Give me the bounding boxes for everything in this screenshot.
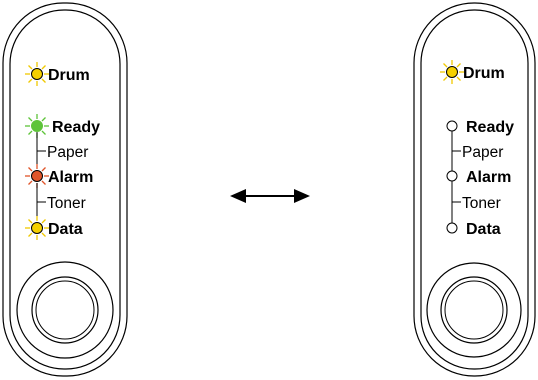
left-panel-inner-border bbox=[9, 9, 121, 370]
right-alarm-led-icon bbox=[446, 170, 458, 182]
left-data-led-icon bbox=[24, 215, 50, 241]
left-drum-label: Drum bbox=[48, 67, 90, 84]
left-paper-connector bbox=[36, 132, 46, 169]
right-data-led-icon bbox=[446, 222, 458, 234]
right-panel-button[interactable] bbox=[426, 262, 522, 358]
right-toner-connector bbox=[451, 181, 461, 223]
right-toner-label: Toner bbox=[462, 195, 501, 212]
left-paper-label: Paper bbox=[47, 144, 88, 161]
left-panel-outer-border bbox=[2, 2, 128, 377]
right-data-label: Data bbox=[466, 221, 501, 238]
right-ready-led-icon bbox=[446, 120, 458, 132]
left-toner-label: Toner bbox=[47, 195, 86, 212]
right-panel-inner-border bbox=[420, 9, 529, 370]
left-ready-led-icon bbox=[24, 113, 50, 139]
right-paper-connector bbox=[451, 131, 461, 171]
right-drum-label: Drum bbox=[463, 65, 505, 82]
right-drum-led-icon bbox=[439, 59, 465, 85]
right-ready-label: Ready bbox=[466, 119, 514, 136]
right-panel: Drum Ready Paper Alarm Toner Data bbox=[413, 2, 536, 377]
left-drum-led-icon bbox=[24, 61, 50, 87]
right-paper-label: Paper bbox=[462, 144, 503, 161]
double-headed-arrow-icon bbox=[230, 189, 310, 203]
left-ready-label: Ready bbox=[52, 119, 100, 136]
right-panel-outer-border bbox=[413, 2, 536, 377]
left-data-label: Data bbox=[48, 221, 83, 238]
left-alarm-led-icon bbox=[24, 163, 50, 189]
left-alarm-label: Alarm bbox=[48, 169, 93, 186]
left-toner-connector bbox=[36, 183, 46, 220]
right-alarm-label: Alarm bbox=[466, 169, 511, 186]
left-panel: Drum Ready Paper Alarm Toner D bbox=[2, 2, 128, 377]
left-panel-button[interactable] bbox=[16, 261, 114, 359]
